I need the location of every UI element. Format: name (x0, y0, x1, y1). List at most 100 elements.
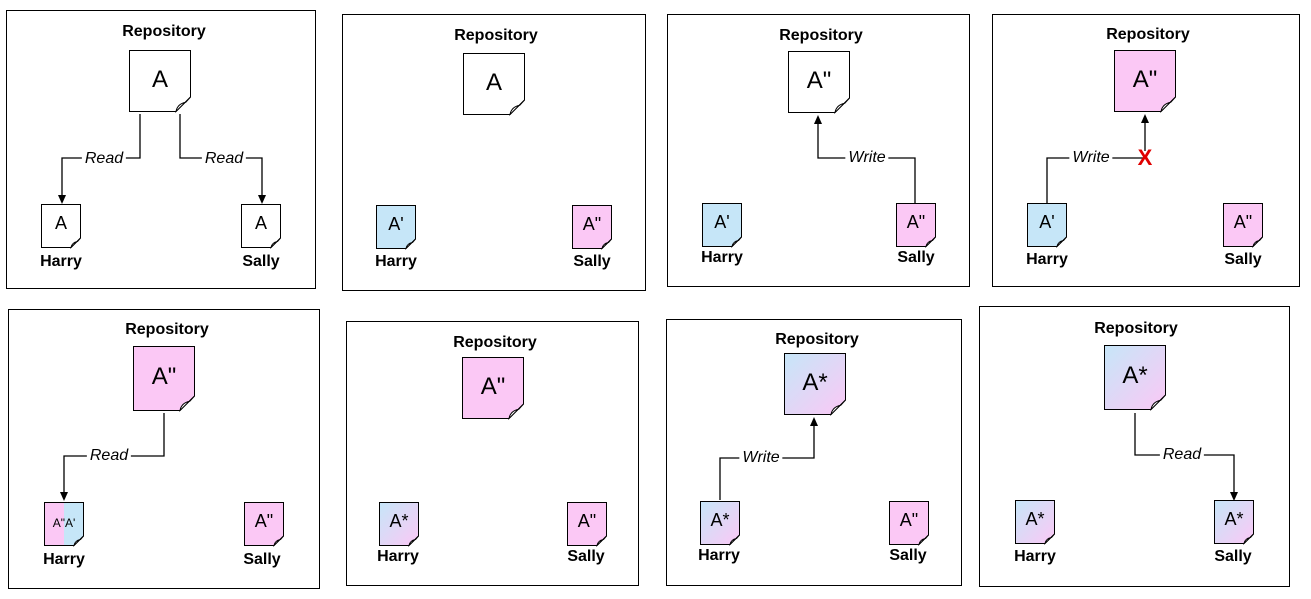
harry-document: A* (379, 502, 419, 548)
repository-document: A* (1104, 345, 1166, 412)
document-shape (700, 501, 740, 547)
merge-left-version: A" (52, 516, 65, 530)
panel-6-merge: Repository A" A* A" Harry Sally (346, 321, 639, 586)
sally-label: Sally (567, 548, 605, 565)
harry-version: A (54, 213, 67, 233)
harry-document: A* (1015, 500, 1055, 546)
repository-label: Repository (775, 331, 859, 348)
write-label: Write (1069, 149, 1113, 167)
harry-version: A* (1025, 509, 1045, 529)
harry-merge-versions: A"A' (44, 516, 84, 530)
repository-label: Repository (453, 334, 537, 351)
panel-1-read: Repository A Read Read A A Harry Sally (6, 10, 316, 289)
repository-document: A (463, 53, 525, 117)
document-shape (379, 502, 419, 548)
repository-document: A" (1114, 50, 1176, 114)
repository-label: Repository (1106, 26, 1190, 43)
sally-document: A* (1214, 500, 1254, 546)
document-shape (462, 357, 524, 421)
panel-2-edit: Repository A A' A" Harry Sally (342, 14, 646, 291)
harry-label: Harry (40, 253, 82, 270)
harry-label: Harry (698, 547, 740, 564)
repository-label: Repository (122, 23, 206, 40)
merge-right-version: A' (64, 516, 76, 530)
document-shape (1104, 345, 1166, 412)
harry-label: Harry (375, 253, 417, 270)
document-shape (244, 502, 284, 548)
harry-merged-document: A"A' (44, 502, 84, 548)
panel-5-harry-read: Repository A" Read A"A' A" Harry Sally (8, 309, 320, 589)
sally-document: A" (567, 502, 607, 548)
repository-label: Repository (1094, 320, 1178, 337)
harry-document: A' (376, 205, 416, 251)
document-shape (1214, 500, 1254, 546)
document-shape (1027, 203, 1067, 249)
document-shape (896, 203, 936, 249)
repository-version: A" (806, 67, 832, 94)
panel-3-sally-write: Repository A" Write A' A" Harry Sally (667, 14, 970, 287)
repository-label: Repository (454, 27, 538, 44)
sally-label: Sally (889, 547, 927, 564)
document-shape (133, 346, 195, 413)
harry-label: Harry (43, 551, 85, 568)
repository-version: A* (1122, 362, 1148, 389)
document-shape (702, 203, 742, 249)
harry-document: A' (702, 203, 742, 249)
document-shape (784, 353, 846, 417)
repository-document: A" (133, 346, 195, 413)
repository-label: Repository (125, 321, 209, 338)
document-shape (41, 204, 81, 250)
sally-version: A" (1233, 212, 1253, 232)
sally-version: A" (906, 212, 926, 232)
document-shape (44, 502, 84, 548)
sally-document: A (241, 204, 281, 250)
document-shape (572, 205, 612, 251)
repository-document: A (129, 50, 191, 114)
repository-version: A (485, 69, 502, 96)
document-shape (889, 501, 929, 547)
sally-version: A" (254, 511, 274, 531)
document-shape (1114, 50, 1176, 114)
sally-version: A (254, 213, 267, 233)
repository-version: A" (480, 373, 506, 400)
harry-version: A* (710, 510, 730, 530)
read-label: Read (201, 150, 247, 168)
repository-document: A" (788, 51, 850, 115)
document-shape (241, 204, 281, 250)
write-label: Write (739, 449, 783, 467)
sally-version: A" (899, 510, 919, 530)
sally-label: Sally (1224, 251, 1262, 268)
panel-4-harry-write-rejected: Repository A" Write X A' A" Harry Sally (992, 14, 1300, 287)
harry-version: A' (1039, 212, 1055, 232)
panel-8-sally-read: Repository A* Read A* A* Harry Sally (979, 306, 1290, 587)
harry-document: A* (700, 501, 740, 547)
harry-label: Harry (1014, 548, 1056, 565)
sally-version: A" (577, 511, 597, 531)
read-label: Read (86, 447, 132, 465)
harry-document: A (41, 204, 81, 250)
sally-version: A* (1224, 509, 1244, 529)
read-label: Read (81, 150, 127, 168)
repository-label: Repository (779, 27, 863, 44)
sally-label: Sally (242, 253, 280, 270)
sally-document: A" (572, 205, 612, 251)
sally-label: Sally (1214, 548, 1252, 565)
document-shape (788, 51, 850, 115)
write-label: Write (845, 149, 889, 167)
sally-label: Sally (897, 249, 935, 266)
document-shape (463, 53, 525, 117)
document-shape (567, 502, 607, 548)
harry-label: Harry (701, 249, 743, 266)
sally-document: A" (244, 502, 284, 548)
sally-document: A" (1223, 203, 1263, 249)
document-shape (129, 50, 191, 114)
document-shape (376, 205, 416, 251)
document-shape (1015, 500, 1055, 546)
repository-version: A" (151, 363, 177, 390)
read-label: Read (1159, 446, 1205, 464)
rejected-x-icon: X (1137, 145, 1153, 170)
repository-version: A" (1132, 66, 1158, 93)
harry-version: A' (388, 214, 404, 234)
harry-label: Harry (1026, 251, 1068, 268)
repository-document: A" (462, 357, 524, 421)
